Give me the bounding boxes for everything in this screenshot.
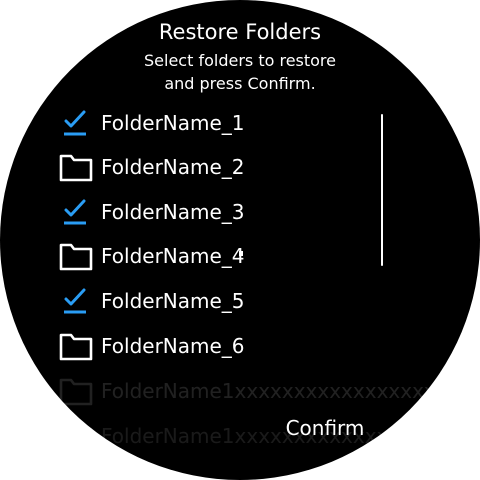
- folder-name: FolderName_6: [101, 334, 245, 358]
- confirm-button[interactable]: Confirm: [270, 412, 380, 444]
- folder-name: FolderName_5: [101, 289, 245, 313]
- folder-item-3[interactable]: FolderName_3: [58, 192, 428, 232]
- folder-item-4[interactable]: FolderName_4: [58, 236, 428, 276]
- folder-icon: [58, 371, 98, 411]
- folder-item-7[interactable]: FolderName1xxxxxxxxxxxxxxxxxx: [58, 371, 448, 411]
- checkmark-icon: [58, 103, 98, 143]
- folder-item-5[interactable]: FolderName_5: [58, 281, 428, 321]
- folder-item-2[interactable]: FolderName_2: [58, 147, 428, 187]
- checkmark-icon: [58, 192, 98, 232]
- folder-icon: [58, 416, 98, 456]
- folder-item-6[interactable]: FolderName_6: [58, 326, 428, 366]
- page-subtitle: Select folders to restore and press Conf…: [144, 51, 336, 93]
- folder-name: FolderName_2: [101, 155, 245, 179]
- folder-name: FolderName_3: [101, 200, 245, 224]
- folder-name: FolderName_1: [101, 111, 245, 135]
- text-cursor: [239, 251, 243, 256]
- folder-icon: [58, 236, 98, 276]
- folder-name: FolderName1xxxxxxxxxxxxxxxxxx: [101, 379, 448, 403]
- page-title: Restore Folders: [158, 20, 322, 44]
- folder-name: FolderName_4: [101, 244, 245, 268]
- folder-name: FolderName1xxxxxxxxxxxxxxxxxx: [101, 424, 448, 448]
- folder-item-8[interactable]: FolderName1xxxxxxxxxxxxxxxxxx: [58, 416, 448, 456]
- folder-item-1[interactable]: FolderName_1: [58, 103, 428, 143]
- folder-icon: [58, 147, 98, 187]
- checkmark-icon: [58, 281, 98, 321]
- scrollbar[interactable]: [381, 114, 383, 266]
- folder-icon: [58, 326, 98, 366]
